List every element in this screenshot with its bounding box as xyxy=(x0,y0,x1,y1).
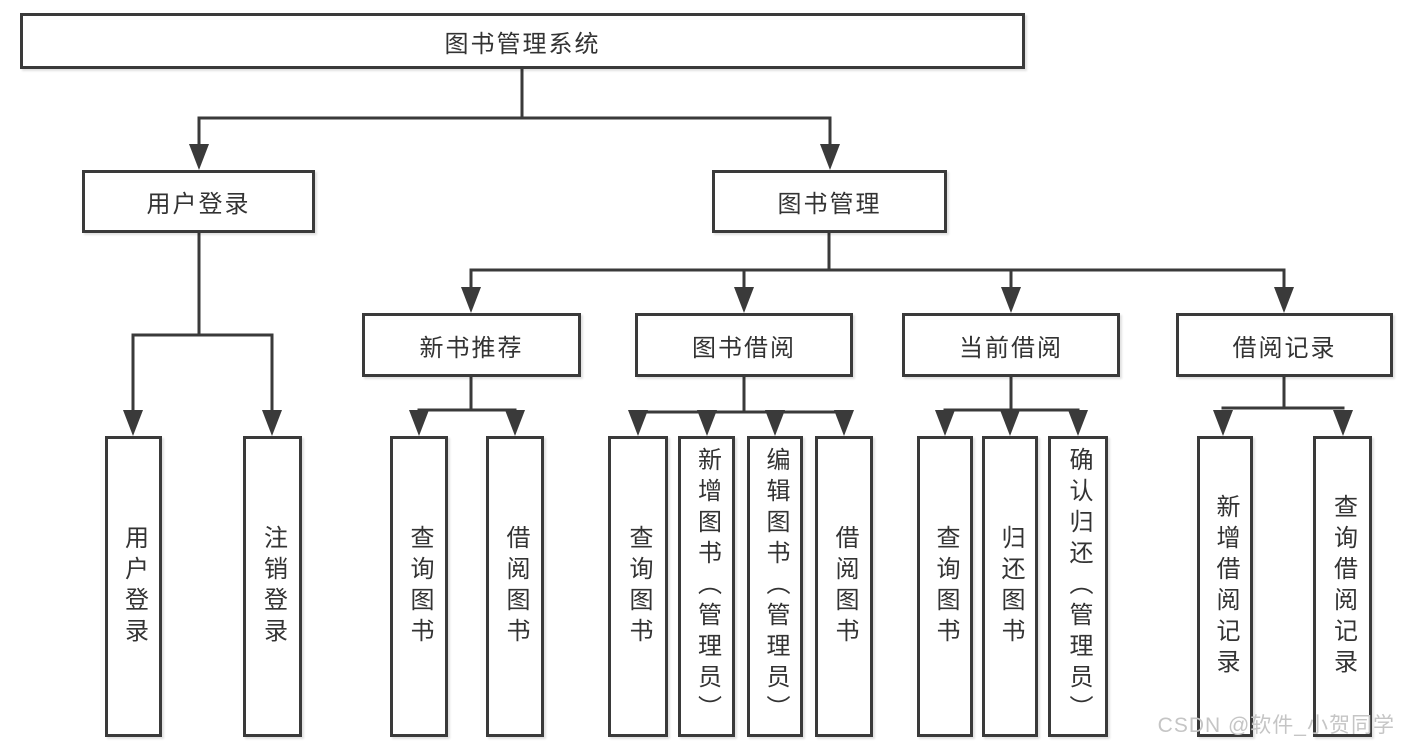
leaf-query-books-current-label: 查询图书 xyxy=(932,524,959,649)
leaf-return-books: 归还图书 xyxy=(982,436,1038,737)
watermark: CSDN @软件_小贺同学 xyxy=(1157,714,1395,737)
node-book-borrowing: 图书借阅 xyxy=(635,313,853,377)
leaf-confirm-return-admin-label: 确认归还（管理员） xyxy=(1065,447,1092,726)
leaf-user-login-label: 用户登录 xyxy=(120,524,148,649)
leaf-query-books-borrowing: 查询图书 xyxy=(608,436,668,737)
leaf-edit-books-admin-label: 编辑图书（管理员） xyxy=(762,447,789,726)
leaf-user-login: 用户登录 xyxy=(105,436,162,737)
connector-userlogin-to-leaves xyxy=(131,233,274,412)
node-user-login: 用户登录 xyxy=(82,170,315,233)
leaf-query-books-recommend-label: 查询图书 xyxy=(406,524,433,649)
node-new-book-recommend: 新书推荐 xyxy=(362,313,581,377)
connector-currentborrow-to-leaves xyxy=(943,377,1080,412)
leaf-query-books-recommend: 查询图书 xyxy=(390,436,448,737)
leaf-confirm-return-admin: 确认归还（管理员） xyxy=(1048,436,1108,737)
leaf-query-books-borrowing-label: 查询图书 xyxy=(625,524,652,649)
leaf-borrow-books-borrowing-label: 借阅图书 xyxy=(831,524,858,649)
leaf-logout-login: 注销登录 xyxy=(243,436,302,737)
leaf-borrow-books-borrowing: 借阅图书 xyxy=(815,436,873,737)
leaf-borrow-books-recommend: 借阅图书 xyxy=(486,436,544,737)
leaf-logout-login-label: 注销登录 xyxy=(259,524,287,649)
node-borrowing-records: 借阅记录 xyxy=(1176,313,1393,377)
leaf-add-borrow-record: 新增借阅记录 xyxy=(1197,436,1253,737)
connector-newbook-to-leaves xyxy=(417,377,517,412)
leaf-query-borrow-record-label: 查询借阅记录 xyxy=(1329,493,1357,680)
node-current-borrowing: 当前借阅 xyxy=(902,313,1120,377)
leaf-add-books-admin: 新增图书（管理员） xyxy=(678,436,735,737)
connector-bookborrow-to-leaves xyxy=(636,377,846,414)
node-library-system: 图书管理系统 xyxy=(20,13,1025,69)
leaf-add-books-admin-label: 新增图书（管理员） xyxy=(693,447,721,726)
connector-root-to-level2 xyxy=(197,69,832,146)
connector-bookmgmt-to-level3 xyxy=(469,233,1286,290)
leaf-borrow-books-recommend-label: 借阅图书 xyxy=(502,524,529,649)
leaf-add-borrow-record-label: 新增借阅记录 xyxy=(1212,493,1239,680)
leaf-edit-books-admin: 编辑图书（管理员） xyxy=(747,436,803,737)
connector-borrowrecord-to-leaves xyxy=(1221,377,1345,410)
leaf-return-books-label: 归还图书 xyxy=(997,524,1024,649)
leaf-query-books-current: 查询图书 xyxy=(917,436,973,737)
leaf-query-borrow-record: 查询借阅记录 xyxy=(1313,436,1372,737)
node-book-management: 图书管理 xyxy=(712,170,947,233)
